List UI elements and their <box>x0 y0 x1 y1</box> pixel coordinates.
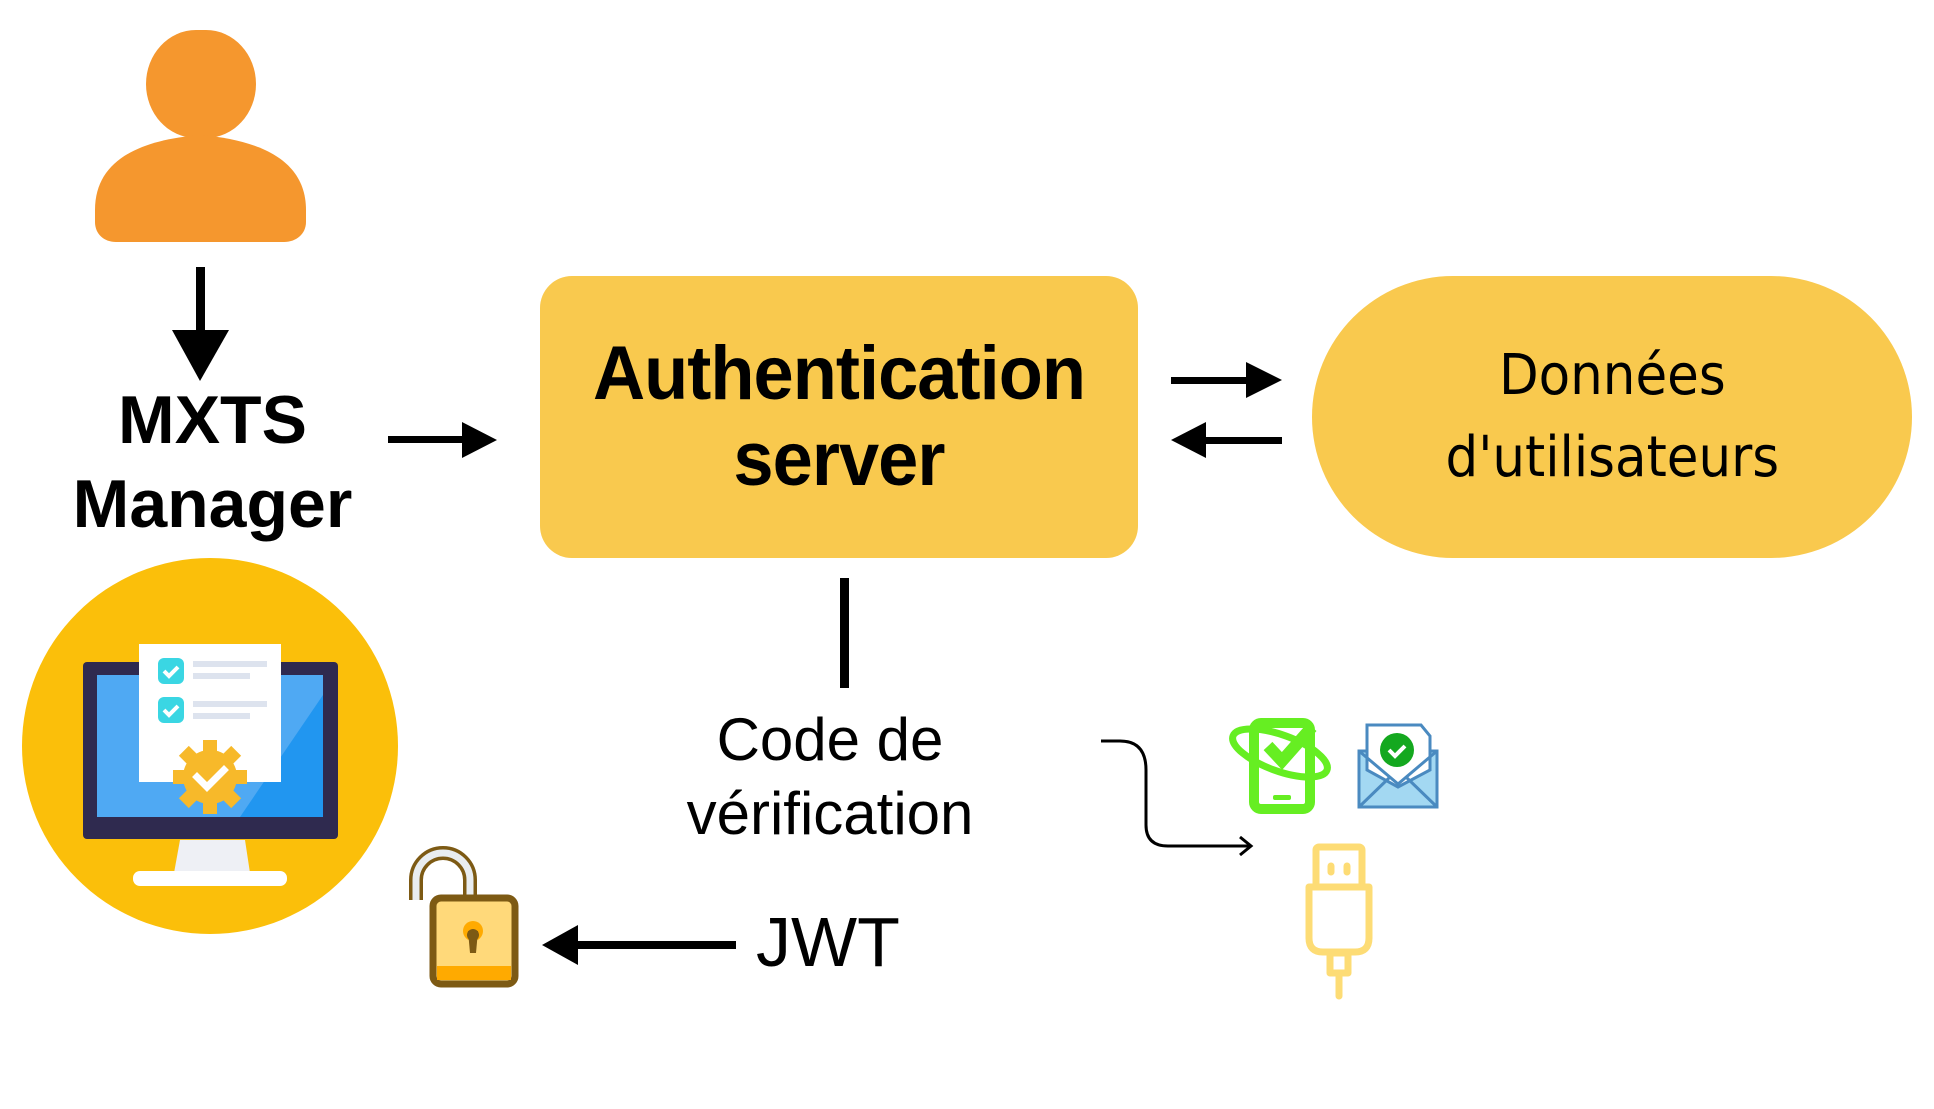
arrow-manager-to-auth <box>388 422 497 458</box>
verification-code-line1: Code de <box>716 706 944 773</box>
arrow-auth-to-data <box>1171 362 1282 398</box>
auth-server-node: Authentication server <box>540 276 1138 558</box>
user-data-line2: d'utilisateurs <box>1445 425 1779 490</box>
unlocked-padlock-icon <box>409 846 519 988</box>
verification-code-line2: vérification <box>686 780 974 847</box>
arrow-code-to-channels <box>1101 739 1254 857</box>
verification-code-label: Code de vérification <box>620 703 1040 851</box>
envelope-check-icon <box>1357 723 1439 809</box>
line-auth-to-code <box>840 578 849 688</box>
person-icon <box>95 30 306 242</box>
mxts-manager-line1: MXTS <box>118 382 307 458</box>
phone-check-icon <box>1229 718 1331 814</box>
auth-server-line2: server <box>733 417 945 502</box>
usb-key-icon <box>1305 843 1373 1000</box>
auth-server-line1: Authentication <box>592 331 1086 416</box>
monitor-checklist-icon <box>22 558 398 934</box>
arrow-jwt-to-lock <box>542 925 736 965</box>
user-data-line1: Données <box>1498 343 1726 408</box>
user-data-node: Données d'utilisateurs <box>1312 276 1912 558</box>
jwt-label: JWT <box>756 903 900 981</box>
arrow-data-to-auth <box>1171 422 1282 458</box>
mxts-manager-line2: Manager <box>72 466 353 542</box>
arrow-user-to-manager <box>172 267 229 381</box>
mxts-manager-label: MXTS Manager <box>40 378 385 546</box>
